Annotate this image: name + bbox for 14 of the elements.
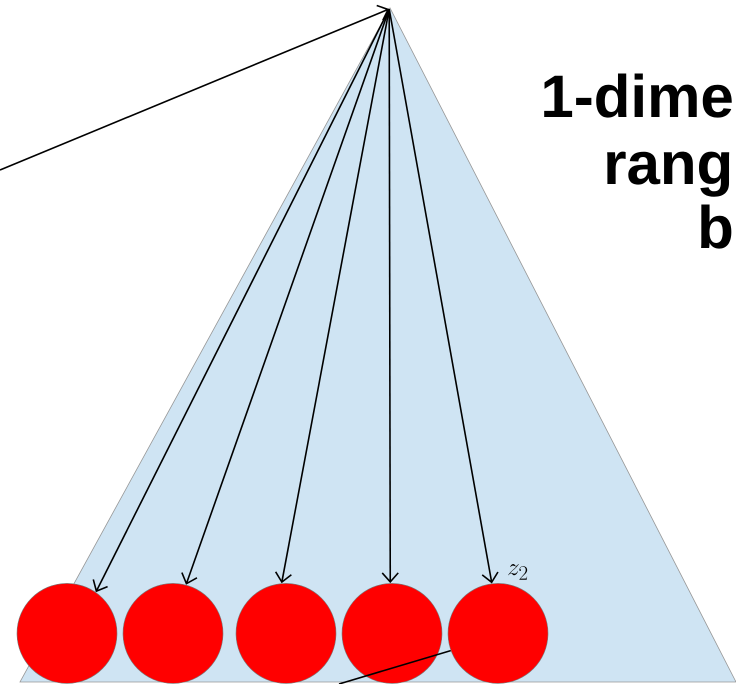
arrow [181, 8, 390, 585]
arrow [274, 8, 390, 584]
heading-text: b [701, 204, 732, 249]
node-label: $z_2$ [508, 564, 528, 580]
circle [236, 583, 336, 684]
heading-text: 1-dime [544, 74, 732, 118]
circle [122, 583, 224, 684]
arrow [0, 4, 390, 171]
circle [342, 583, 442, 684]
circle [16, 583, 118, 684]
arrow [92, 8, 390, 592]
circle [448, 583, 548, 684]
heading-text: rang [607, 152, 730, 197]
arrow [388, 8, 499, 584]
